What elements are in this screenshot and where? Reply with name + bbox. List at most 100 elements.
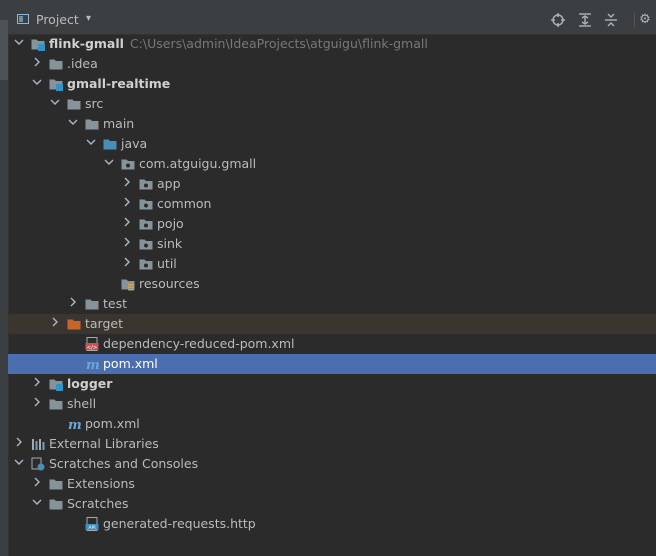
project-view-icon bbox=[17, 14, 29, 24]
module-folder-icon bbox=[49, 377, 63, 391]
package-icon bbox=[121, 157, 135, 171]
tree-node[interactable]: test bbox=[8, 294, 656, 314]
tree-node-label: com.atguigu.gmall bbox=[139, 154, 256, 174]
chevron-down-icon[interactable] bbox=[31, 494, 43, 514]
tree-node[interactable]: sink bbox=[8, 234, 656, 254]
tree-node[interactable]: java bbox=[8, 134, 656, 154]
tree-node[interactable]: Extensions bbox=[8, 474, 656, 494]
chevron-down-icon[interactable] bbox=[49, 94, 61, 114]
package-icon bbox=[139, 257, 153, 271]
tree-node[interactable]: logger bbox=[8, 374, 656, 394]
tree-node[interactable]: resources bbox=[8, 274, 656, 294]
chevron-right-icon[interactable] bbox=[31, 474, 43, 494]
chevron-down-icon[interactable] bbox=[103, 154, 115, 174]
node-name: External Libraries bbox=[49, 436, 159, 451]
tree-node-label: resources bbox=[139, 274, 200, 294]
chevron-right-icon[interactable] bbox=[121, 194, 133, 214]
tree-node[interactable]: Scratches and Consoles bbox=[8, 454, 656, 474]
tree-node-label: util bbox=[157, 254, 177, 274]
node-name: .idea bbox=[67, 56, 98, 71]
tree-node-label: logger bbox=[67, 374, 112, 394]
chevron-down-icon[interactable] bbox=[13, 454, 25, 474]
module-folder-icon bbox=[31, 37, 45, 51]
chevron-down-icon[interactable] bbox=[67, 114, 79, 134]
maven-file-icon: m bbox=[67, 417, 82, 433]
node-name: Extensions bbox=[67, 476, 135, 491]
chevron-right-icon[interactable] bbox=[121, 254, 133, 274]
tree-node[interactable]: </>dependency-reduced-pom.xml bbox=[8, 334, 656, 354]
chevron-right-icon[interactable] bbox=[121, 174, 133, 194]
tree-node[interactable]: com.atguigu.gmall bbox=[8, 154, 656, 174]
chevron-down-icon[interactable] bbox=[85, 134, 97, 154]
tree-node[interactable]: util bbox=[8, 254, 656, 274]
tree-node[interactable]: main bbox=[8, 114, 656, 134]
folder-icon bbox=[67, 97, 81, 111]
svg-text:API: API bbox=[88, 525, 95, 531]
scratches-icon bbox=[31, 457, 45, 471]
node-name: com.atguigu.gmall bbox=[139, 156, 257, 171]
node-name: Scratches bbox=[67, 496, 129, 511]
tool-window-sidebar bbox=[0, 6, 9, 556]
tree-node[interactable]: shell bbox=[8, 394, 656, 414]
tree-node[interactable]: common bbox=[8, 194, 656, 214]
tree-node[interactable]: src bbox=[8, 94, 656, 114]
node-name: gmall-realtime bbox=[67, 76, 171, 91]
tree-node[interactable]: External Libraries bbox=[8, 434, 656, 454]
node-name: Scratches and Consoles bbox=[49, 456, 199, 471]
tree-node-label: target bbox=[85, 314, 123, 334]
tree-node-label: src bbox=[85, 94, 103, 114]
tree-node[interactable]: m pom.xml bbox=[8, 414, 656, 434]
tree-node[interactable]: target bbox=[8, 314, 656, 334]
tree-node[interactable]: pojo bbox=[8, 214, 656, 234]
node-name: sink bbox=[157, 236, 183, 251]
package-icon bbox=[139, 177, 153, 191]
node-name: common bbox=[157, 196, 212, 211]
tree-node-label: .idea bbox=[67, 54, 98, 74]
tree-node-label: gmall-realtime bbox=[67, 74, 170, 94]
chevron-right-icon[interactable] bbox=[31, 394, 43, 414]
folder-icon bbox=[49, 57, 63, 71]
node-name: pom.xml bbox=[85, 416, 140, 431]
panel-title[interactable]: Project bbox=[36, 12, 79, 27]
gear-icon[interactable]: ⚙ bbox=[639, 12, 651, 27]
chevron-right-icon[interactable] bbox=[49, 314, 61, 334]
locate-icon[interactable] bbox=[549, 11, 567, 29]
package-icon bbox=[139, 197, 153, 211]
chevron-right-icon[interactable] bbox=[67, 294, 79, 314]
folder-icon bbox=[49, 477, 63, 491]
chevron-down-icon[interactable] bbox=[31, 74, 43, 94]
tree-node[interactable]: .idea bbox=[8, 54, 656, 74]
svg-text:m: m bbox=[68, 418, 81, 431]
chevron-right-icon[interactable] bbox=[13, 434, 25, 454]
chevron-down-icon[interactable] bbox=[13, 34, 25, 54]
expand-all-icon[interactable] bbox=[576, 11, 594, 29]
tree-node-label: Scratches and Consoles bbox=[49, 454, 198, 474]
package-icon bbox=[139, 237, 153, 251]
resources-folder-icon bbox=[121, 277, 135, 291]
tree-node-label: Extensions bbox=[67, 474, 135, 494]
node-name: java bbox=[121, 136, 148, 151]
module-folder-icon bbox=[49, 77, 63, 91]
node-name: main bbox=[103, 116, 135, 131]
project-tool-window-tab[interactable] bbox=[0, 20, 8, 80]
chevron-down-icon[interactable]: ▾ bbox=[86, 13, 92, 24]
node-name: target bbox=[85, 316, 124, 331]
tree-node-label: pom.xml bbox=[103, 354, 158, 374]
chevron-right-icon[interactable] bbox=[31, 54, 43, 74]
chevron-right-icon[interactable] bbox=[121, 214, 133, 234]
node-name: pojo bbox=[157, 216, 184, 231]
folder-icon bbox=[85, 297, 99, 311]
node-name: shell bbox=[67, 396, 97, 411]
tree-node[interactable]: app bbox=[8, 174, 656, 194]
tree-node[interactable]: gmall-realtime bbox=[8, 74, 656, 94]
chevron-right-icon[interactable] bbox=[121, 234, 133, 254]
tree-node-label: main bbox=[103, 114, 134, 134]
tree-node[interactable]: Scratches bbox=[8, 494, 656, 514]
collapse-all-icon[interactable] bbox=[602, 11, 620, 29]
chevron-right-icon[interactable] bbox=[31, 374, 43, 394]
source-folder-icon bbox=[103, 137, 117, 151]
